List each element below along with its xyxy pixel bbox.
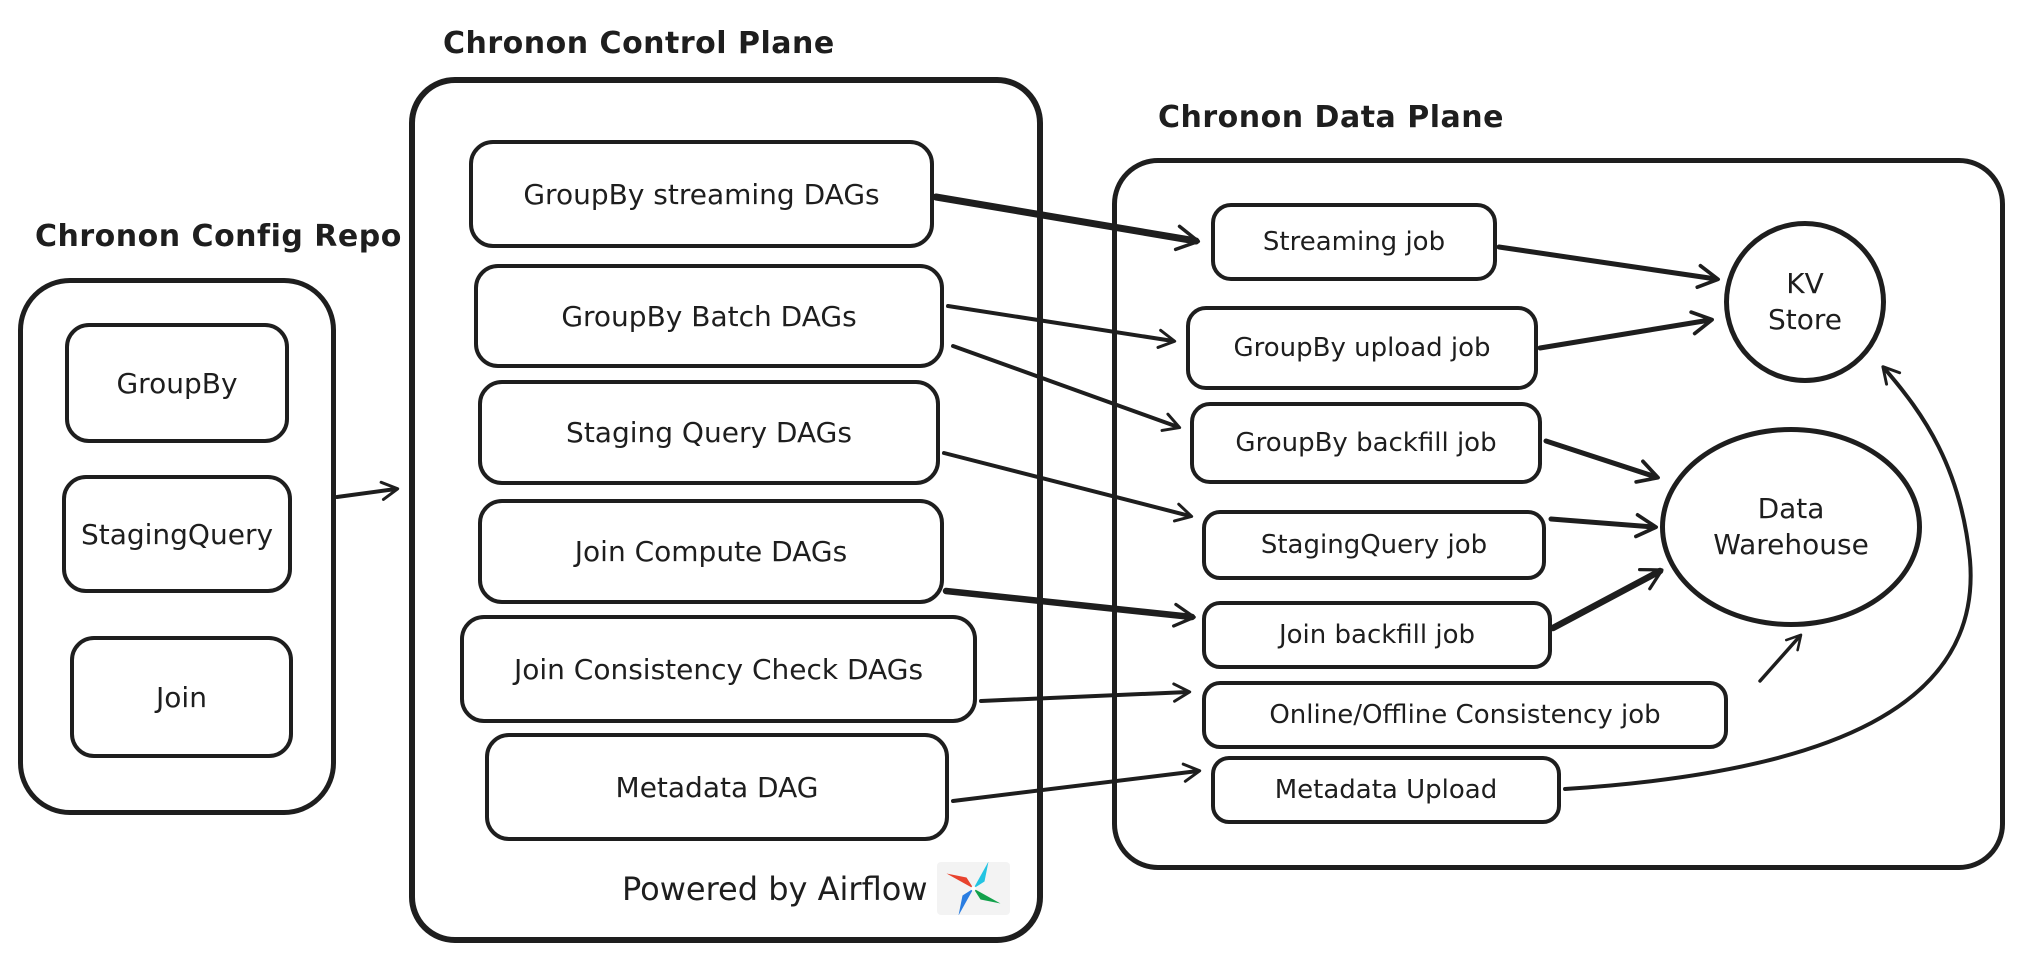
- airflow-logo-icon: [937, 862, 1011, 915]
- job-groupby-upload-label: GroupBy upload job: [1233, 333, 1491, 363]
- dag-staging-query-label: Staging Query DAGs: [566, 416, 852, 449]
- job-metadata-upload-label: Metadata Upload: [1274, 775, 1498, 805]
- config-item-groupby: GroupBy: [65, 323, 289, 443]
- powered-by-airflow-label: Powered by Airflow: [622, 869, 928, 908]
- dag-groupby-streaming: GroupBy streaming DAGs: [469, 140, 934, 248]
- job-groupby-upload: GroupBy upload job: [1186, 306, 1538, 390]
- kv-store-label-line1: KV: [1786, 266, 1824, 300]
- job-stagingquery: StagingQuery job: [1202, 510, 1546, 580]
- dag-metadata: Metadata DAG: [485, 733, 949, 841]
- control-plane-title: Chronon Control Plane: [443, 26, 835, 61]
- config-repo-container: [18, 278, 336, 815]
- job-stagingquery-label: StagingQuery job: [1260, 530, 1488, 560]
- data-plane-title: Chronon Data Plane: [1158, 100, 1504, 135]
- config-item-stagingquery-label: StagingQuery: [80, 517, 274, 551]
- config-item-groupby-label: GroupBy: [116, 366, 238, 400]
- job-streaming-label: Streaming job: [1262, 227, 1446, 257]
- dag-join-compute: Join Compute DAGs: [478, 499, 944, 604]
- job-online-offline-consistency: Online/Offline Consistency job: [1202, 681, 1728, 749]
- dag-staging-query: Staging Query DAGs: [478, 380, 940, 485]
- job-join-backfill-label: Join backfill job: [1278, 620, 1476, 650]
- data-warehouse-label-line1: Data: [1757, 491, 1825, 525]
- arrow-config-repo-to-control-plane: [335, 480, 400, 501]
- job-streaming: Streaming job: [1211, 203, 1497, 281]
- data-warehouse-label-line2: Warehouse: [1713, 528, 1869, 561]
- config-item-stagingquery: StagingQuery: [62, 475, 292, 593]
- dag-groupby-batch-label: GroupBy Batch DAGs: [561, 299, 857, 333]
- job-metadata-upload: Metadata Upload: [1211, 756, 1561, 824]
- dag-metadata-label: Metadata DAG: [615, 770, 819, 804]
- dag-join-compute-label: Join Compute DAGs: [574, 535, 848, 568]
- config-item-join-label: Join: [156, 680, 207, 714]
- config-item-join: Join: [70, 636, 293, 758]
- job-groupby-backfill-label: GroupBy backfill job: [1235, 428, 1497, 458]
- kv-store-label-line2: Store: [1767, 303, 1842, 336]
- job-join-backfill: Join backfill job: [1202, 601, 1552, 669]
- dag-groupby-streaming-label: GroupBy streaming DAGs: [523, 177, 880, 211]
- config-repo-title: Chronon Config Repo: [35, 219, 402, 254]
- dag-join-consistency-check: Join Consistency Check DAGs: [460, 615, 977, 723]
- kv-store-node: KV Store: [1724, 221, 1886, 383]
- job-online-offline-consistency-label: Online/Offline Consistency job: [1269, 700, 1661, 730]
- powered-by-airflow: Powered by Airflow: [622, 862, 1011, 915]
- dag-groupby-batch: GroupBy Batch DAGs: [474, 264, 944, 368]
- dag-join-consistency-check-label: Join Consistency Check DAGs: [513, 652, 924, 686]
- data-warehouse-node: Data Warehouse: [1660, 427, 1922, 627]
- job-groupby-backfill: GroupBy backfill job: [1190, 402, 1542, 484]
